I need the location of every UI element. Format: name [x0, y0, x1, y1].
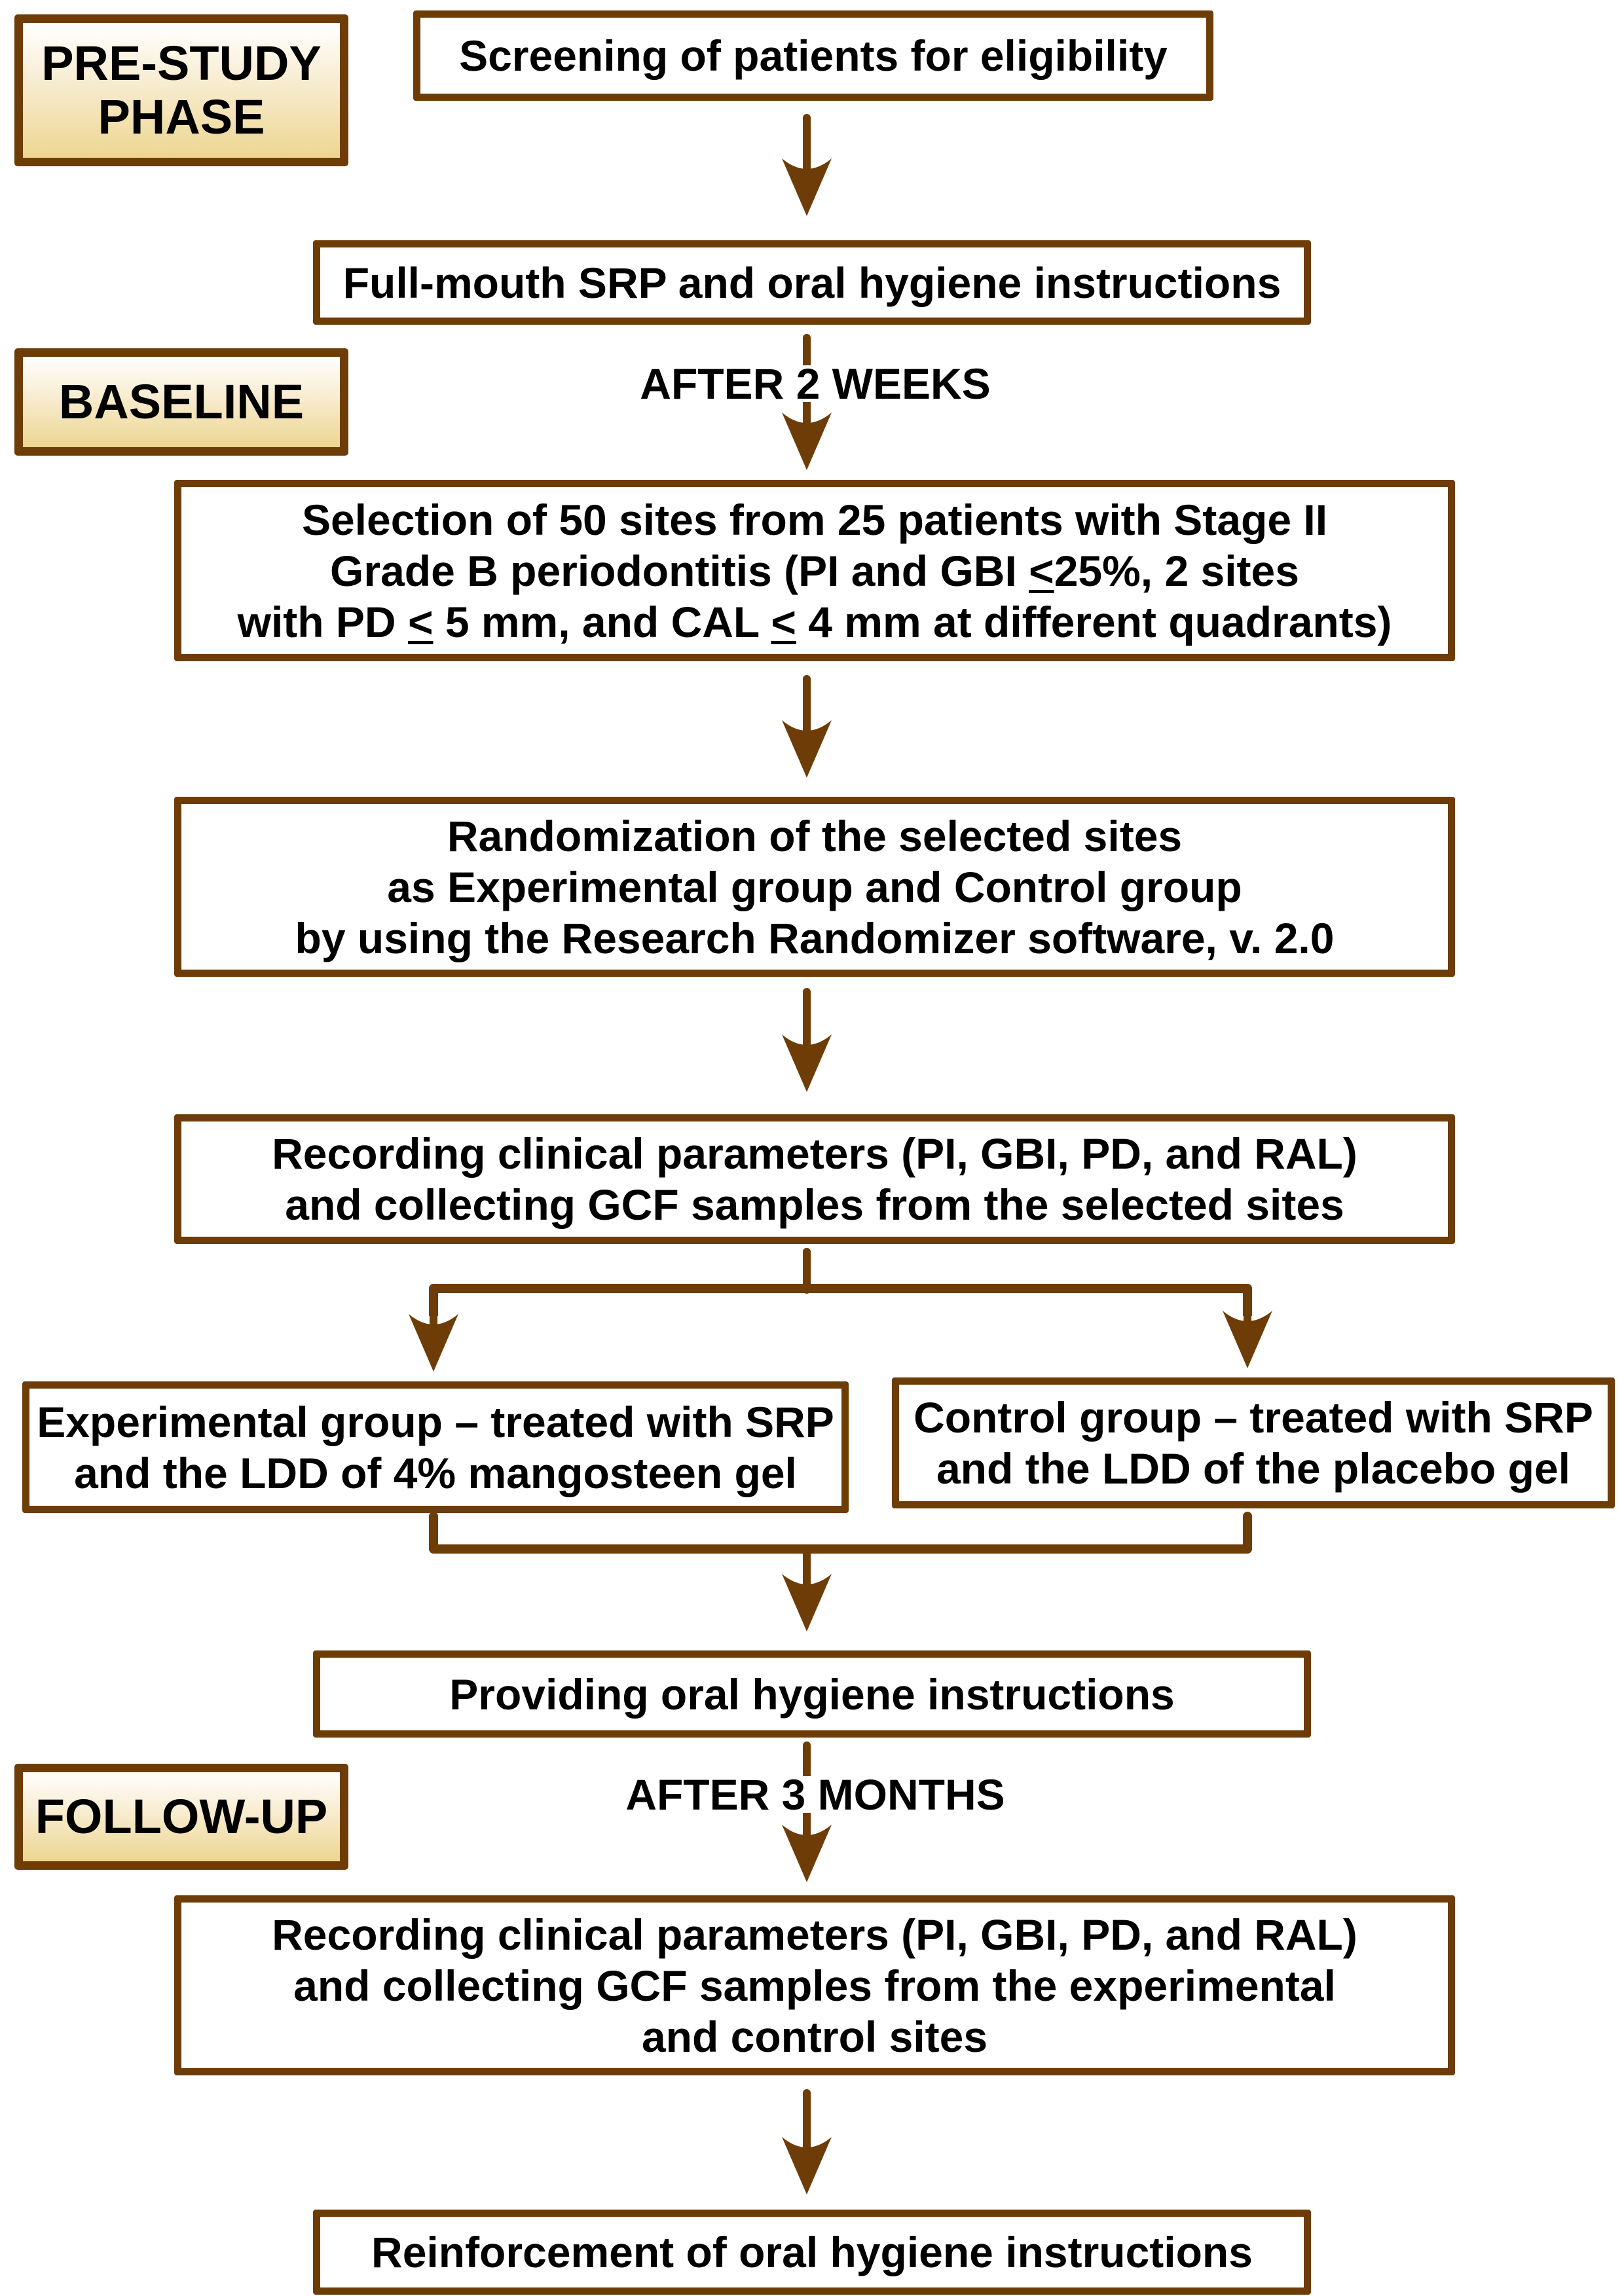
step-box-screening: Screening of patients for eligibility — [413, 10, 1213, 101]
step-text-line: Providing oral hygiene instructions — [449, 1669, 1175, 1719]
arrow-merge-to-instructions-arrowhead-icon — [782, 1574, 832, 1631]
branch-left-arrowhead-icon — [409, 1314, 458, 1372]
step-text-line: with PD < 5 mm, and CAL < 4 mm at differ… — [237, 597, 1392, 646]
step-text-line: Recording clinical parameters (PI, GBI, … — [272, 1129, 1357, 1178]
step-text-line: by using the Research Randomizer softwar… — [295, 913, 1335, 962]
step-text-line: as Experimental group and Control group — [387, 862, 1242, 911]
branch-connector — [429, 1284, 1252, 1316]
interval-label-after-2-weeks: AFTER 2 WEEKS — [637, 362, 993, 405]
step-box-oral-hygiene-instructions: Providing oral hygiene instructions — [313, 1650, 1311, 1738]
step-text-line: and the LDD of the placebo gel — [936, 1444, 1571, 1493]
arrow-instructions-to-followup-arrowhead-icon — [782, 1825, 832, 1882]
less-than-or-equal-symbol: < — [1029, 546, 1054, 595]
phase-tag-line: PHASE — [98, 90, 265, 144]
phase-tag-baseline: BASELINE — [14, 348, 348, 456]
branch-right-arrowhead-icon — [1223, 1311, 1272, 1368]
step-box-reinforcement: Reinforcement of oral hygiene instructio… — [313, 2210, 1311, 2295]
phase-tag-line: FOLLOW-UP — [35, 1789, 328, 1844]
step-text-line: Reinforcement of oral hygiene instructio… — [371, 2228, 1253, 2276]
step-text-line: and the LDD of 4% mangosteen gel — [74, 1448, 797, 1497]
step-text: Reinforcement of oral hygiene instructio… — [371, 2227, 1253, 2278]
step-text-line: Full-mouth SRP and oral hygiene instruct… — [342, 258, 1282, 307]
step-text: Providing oral hygiene instructions — [449, 1669, 1175, 1720]
step-text-line: and control sites — [641, 2012, 988, 2061]
phase-tag-line: PRE-STUDY — [41, 36, 322, 90]
step-text-line: Grade B periodontitis (PI and GBI <25%, … — [330, 546, 1299, 595]
arrow-selection-to-randomization-arrowhead-icon — [782, 720, 832, 778]
step-box-full-mouth-srp: Full-mouth SRP and oral hygiene instruct… — [313, 240, 1311, 325]
step-text-line: Recording clinical parameters (PI, GBI, … — [272, 1910, 1357, 1959]
step-text-line: and collecting GCF samples from the sele… — [285, 1180, 1344, 1229]
step-text-line: Control group – treated with SRP — [913, 1393, 1593, 1442]
phase-tag-follow-up: FOLLOW-UP — [14, 1764, 348, 1870]
less-than-or-equal-symbol: < — [771, 597, 796, 646]
step-text: Selection of 50 sites from 25 patients w… — [238, 494, 1392, 647]
arrow-randomization-to-recording-arrowhead-icon — [782, 1034, 832, 1092]
step-text: Recording clinical parameters (PI, GBI, … — [272, 1128, 1357, 1230]
step-box-follow-up-recording: Recording clinical parameters (PI, GBI, … — [174, 1895, 1455, 2075]
step-text-line: Randomization of the selected sites — [447, 811, 1183, 860]
step-text-line: Screening of patients for eligibility — [459, 31, 1168, 80]
step-text-line: Selection of 50 sites from 25 patients w… — [301, 495, 1328, 544]
phase-tag-line: BASELINE — [58, 374, 304, 429]
step-box-baseline-recording: Recording clinical parameters (PI, GBI, … — [174, 1114, 1455, 1244]
arrow-srp-to-selection-arrowhead-icon — [782, 412, 832, 470]
arrow-followup-to-reinforcement-arrowhead-icon — [782, 2137, 832, 2195]
step-text: Screening of patients for eligibility — [459, 30, 1168, 81]
step-box-site-selection: Selection of 50 sites from 25 patients w… — [174, 480, 1455, 661]
phase-tag-label: FOLLOW-UP — [35, 1790, 328, 1844]
step-text-line: and collecting GCF samples from the expe… — [293, 1961, 1336, 2010]
merge-connector — [429, 1512, 1252, 1554]
interval-label-after-3-months: AFTER 3 MONTHS — [623, 1773, 1008, 1816]
step-text: Full-mouth SRP and oral hygiene instruct… — [343, 257, 1282, 308]
arrow-screening-to-srp-arrowhead-icon — [782, 158, 832, 216]
step-text: Recording clinical parameters (PI, GBI, … — [272, 1909, 1357, 2062]
less-than-or-equal-symbol: < — [407, 597, 434, 646]
step-text-line: Experimental group – treated with SRP — [37, 1397, 834, 1446]
phase-tag-label: BASELINE — [59, 375, 304, 429]
